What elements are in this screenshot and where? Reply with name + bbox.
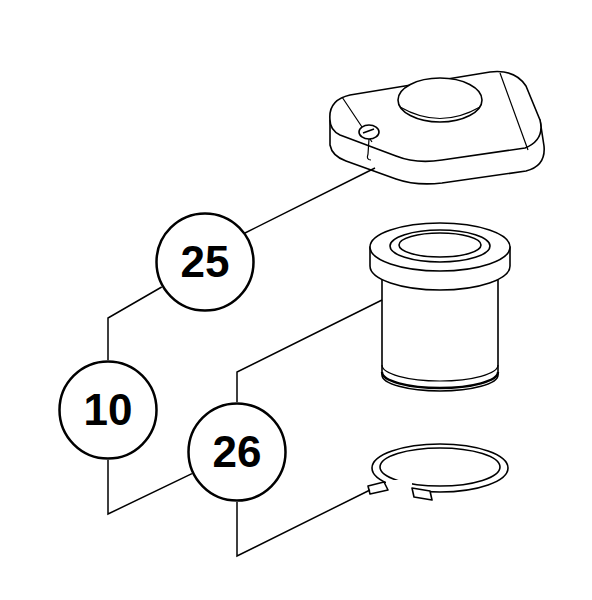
callout-circle: 26 [187,402,287,502]
callout-circle: 10 [58,360,158,460]
bracket-line [108,460,192,514]
callout-number: 26 [213,430,262,474]
snap-ring-part [368,444,508,500]
callout-ring [157,214,254,311]
leader-lines [237,168,382,556]
callout-ring [60,362,157,459]
callout-circle: 25 [155,212,255,312]
callout-ring [189,404,286,501]
bracket-line [108,287,162,360]
bushing-part [370,223,510,391]
callout-number: 25 [181,240,230,284]
cap-part [330,72,544,184]
callout-number: 10 [84,388,133,432]
